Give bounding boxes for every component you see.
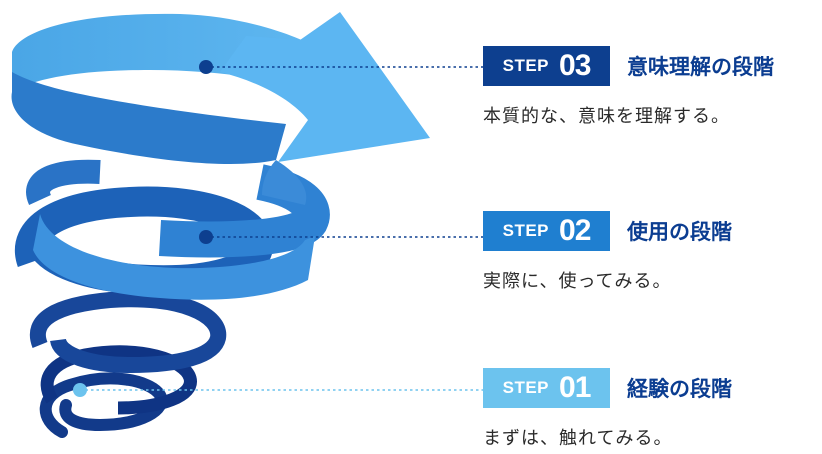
step-02-badge-number: 02 [559, 214, 591, 247]
step-02-block: STEP 02 使用の段階 実際に、使ってみる。 [483, 211, 813, 293]
step-03-description: 本質的な、意味を理解する。 [483, 106, 730, 127]
spiral-coil-bottom [29, 291, 227, 438]
step-01-badge: STEP 01 [483, 368, 610, 408]
step-03-title: 意味理解の段階 [627, 55, 774, 79]
step-03-badge: STEP 03 [483, 46, 610, 86]
step-01-header: STEP 01 経験の段階 [483, 368, 813, 408]
step-03-block: STEP 03 意味理解の段階 本質的な、意味を理解する。 [483, 46, 813, 128]
step-03-header: STEP 03 意味理解の段階 [483, 46, 813, 86]
step-03-badge-number: 03 [559, 49, 591, 82]
step-02-title: 使用の段階 [627, 220, 732, 244]
step-01-badge-label: STEP [502, 378, 550, 397]
connector-step-01 [73, 383, 483, 397]
step-02-badge-label: STEP [502, 221, 550, 240]
step-02-header: STEP 02 使用の段階 [483, 211, 813, 251]
step-01-description: まずは、触れてみる。 [483, 428, 673, 449]
step-03-badge-label: STEP [502, 56, 550, 75]
step-01-block: STEP 01 経験の段階 まずは、触れてみる。 [483, 368, 813, 450]
connector-step-03 [199, 60, 483, 74]
spiral-coil-top [11, 12, 430, 205]
step-01-title: 経験の段階 [627, 377, 732, 401]
step-01-badge-number: 01 [559, 371, 591, 404]
connector-step-02 [199, 230, 483, 244]
step-02-description: 実際に、使ってみる。 [483, 271, 672, 292]
step-02-badge: STEP 02 [483, 211, 610, 251]
